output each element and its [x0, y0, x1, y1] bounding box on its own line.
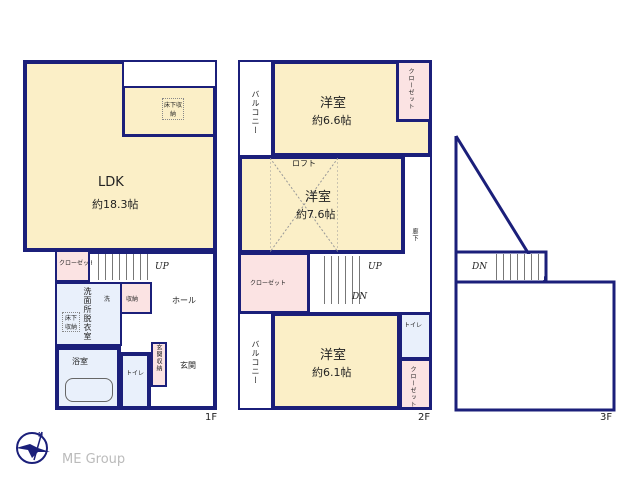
- washroom-label: 洗面所脱衣室: [83, 287, 92, 341]
- toilet-label: トイレ: [126, 370, 145, 377]
- ldk-label: LDK: [98, 175, 124, 190]
- entrance-storage-label: 玄関収納: [155, 344, 162, 372]
- closet-1f: クローゼット: [55, 250, 95, 282]
- toilet-1f: [119, 352, 151, 410]
- stairs-1f: [92, 254, 150, 280]
- corridor-label: 廊下: [411, 228, 418, 242]
- entrance-label: 玄関: [180, 361, 196, 370]
- ldk-room: [23, 60, 217, 252]
- room-7-6: [238, 155, 405, 254]
- ldk-size: 約18.3帖: [92, 198, 139, 211]
- closet-label: クローゼット: [59, 260, 96, 267]
- room1-name: 洋室: [320, 96, 347, 111]
- svg-text:N: N: [38, 431, 43, 439]
- floor-label-3f: 3F: [600, 412, 613, 423]
- storage-1f: 収納: [120, 282, 152, 314]
- room2-size: 約7.6帖: [296, 208, 336, 221]
- washroom: [55, 282, 122, 346]
- closet-2f-1: [396, 60, 432, 122]
- up-label: UP: [155, 262, 169, 272]
- kitchen-counter: [122, 60, 217, 88]
- stairs-3f: [490, 254, 544, 280]
- loft-lines: [270, 158, 338, 252]
- room-6-1: [271, 312, 401, 410]
- hall-label: ホール: [172, 296, 196, 305]
- room1-size: 約6.6帖: [312, 114, 352, 127]
- floor-label-1f: 1F: [205, 412, 218, 423]
- dn-label-3f: DN: [472, 262, 488, 272]
- floor-label-2f: 2F: [418, 412, 431, 423]
- storage-label: 収納: [126, 296, 139, 303]
- brand-name: ME Group: [62, 452, 126, 467]
- closet1-label: クローゼット: [407, 68, 414, 110]
- compass-bird-logo-icon: N: [16, 431, 50, 464]
- toilet-2f-label: トイレ: [404, 322, 423, 329]
- balcony-top-label: バルコニー: [251, 90, 260, 135]
- balcony-bottom-label: バルコニー: [251, 340, 260, 385]
- wash-label: 洗: [104, 296, 111, 303]
- closet2-label: クローゼット: [250, 280, 287, 287]
- outline-3f: [454, 135, 616, 412]
- closet-2f-3: [399, 358, 432, 410]
- bathroom: [55, 346, 121, 410]
- entrance-storage: [151, 342, 167, 387]
- bath-label: 浴室: [72, 357, 88, 366]
- washroom-underfloor: 床下収納: [62, 312, 80, 332]
- bathtub-icon: [65, 378, 113, 402]
- dn-label-2f: DN: [352, 292, 368, 302]
- up-label-2f: UP: [368, 262, 382, 272]
- stairs-2f: [318, 256, 364, 304]
- closet3-label: クローゼット: [409, 366, 416, 408]
- underfloor-storage: 床下収納: [162, 98, 184, 120]
- loft-label: ロフト: [292, 159, 316, 168]
- room3-size: 約6.1帖: [312, 366, 352, 379]
- room3-name: 洋室: [320, 348, 347, 363]
- room2-name: 洋室: [305, 190, 332, 205]
